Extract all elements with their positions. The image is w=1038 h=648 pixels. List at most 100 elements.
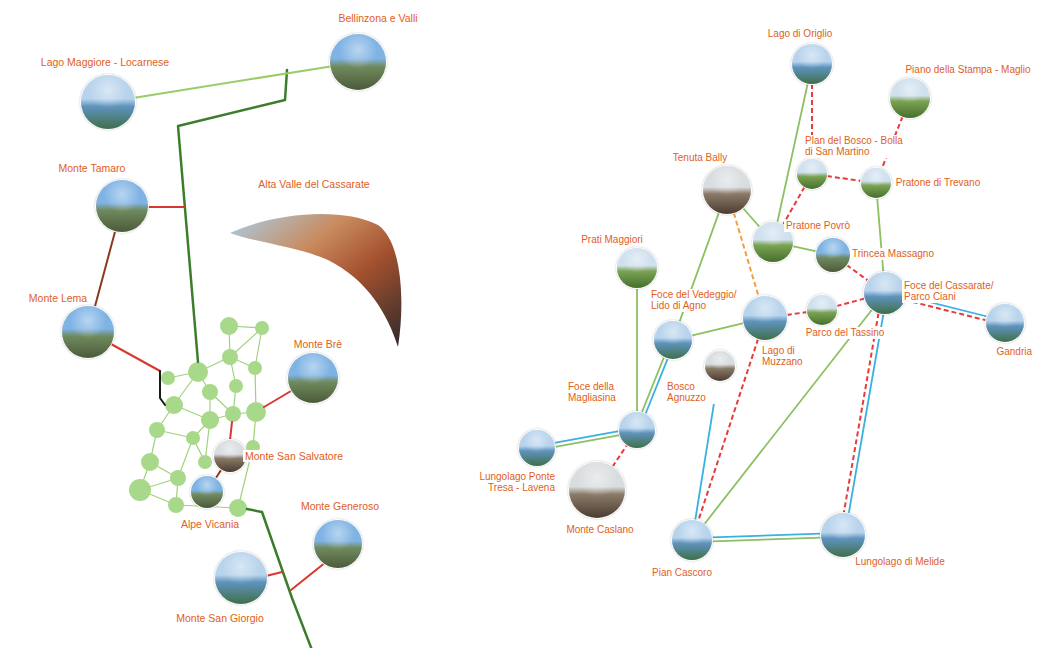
connector <box>844 313 879 513</box>
region-node: Alta Valle del Cassarate <box>228 205 404 350</box>
photo-node: Bosco Agnuzzo <box>705 351 735 381</box>
cluster-dot <box>161 371 175 385</box>
node-label: Monte Generoso <box>299 500 381 512</box>
cluster-dot <box>255 321 269 335</box>
node-label: Lungolago di Melide <box>853 556 947 568</box>
node-label: Lungolago Ponte Tresa - Lavena <box>463 471 557 494</box>
connector <box>704 310 872 525</box>
trunk-line <box>178 70 287 362</box>
photo-node: Lago di Muzzano <box>743 296 787 340</box>
connector <box>642 357 664 413</box>
connector <box>216 470 222 479</box>
connector <box>905 300 986 320</box>
branch-line <box>230 422 232 440</box>
node-label: Bosco Agnuzzo <box>665 381 719 404</box>
connector <box>743 208 760 227</box>
photo-node: Monte Caslano <box>569 462 625 518</box>
node-label: Alpe Vicania <box>179 518 241 530</box>
photo-node: Monte Generoso <box>314 520 362 568</box>
cluster-dots <box>129 317 269 517</box>
connector <box>135 66 331 97</box>
cluster-dot <box>168 497 184 513</box>
photo-node: Piano della Stampa - Maglio <box>890 78 930 118</box>
cluster-dot <box>246 402 266 422</box>
cluster-dot <box>201 411 219 429</box>
cluster-dot <box>165 396 183 414</box>
photo-node: Lago di Origlio <box>792 44 832 84</box>
region-outline <box>228 205 404 350</box>
cluster-dot <box>220 317 238 335</box>
photo-node: Parco del Tassino <box>807 295 837 325</box>
node-label: Pratone Povrò <box>784 220 852 232</box>
cluster-dot <box>141 453 159 471</box>
connector <box>712 534 821 538</box>
photo-node: Plan del Bosco - Bolla di San Martino <box>797 159 827 189</box>
branch-line <box>264 391 291 407</box>
node-label: Plan del Bosco - Bolla di San Martino <box>803 135 907 158</box>
photo-node: Lungolago Ponte Tresa - Lavena <box>519 430 555 466</box>
cluster-dot <box>202 384 218 400</box>
connector <box>783 187 805 225</box>
node-label: Lago di Muzzano <box>760 345 812 368</box>
cluster-dot <box>225 406 241 422</box>
node-label: Monte Caslano <box>564 524 635 536</box>
cluster-dot <box>198 455 212 469</box>
node-label: Trincea Massagno <box>850 248 936 260</box>
cluster-dot <box>188 362 208 382</box>
cluster-dot <box>222 349 238 365</box>
cluster-dot <box>229 379 243 393</box>
branch-line <box>148 206 185 208</box>
node-label: Monte San Salvatore <box>243 450 345 462</box>
node-label: Bellinzona e Valli <box>336 12 419 24</box>
node-label: Prati Maggiori <box>579 234 645 246</box>
connector <box>95 231 115 307</box>
connector <box>793 246 817 251</box>
connector <box>712 538 821 542</box>
cluster-dot <box>129 479 151 501</box>
branch-line <box>291 562 326 590</box>
trunk-lines <box>111 70 326 648</box>
cluster-links <box>140 326 262 508</box>
cluster-dot <box>248 361 262 375</box>
photo-node: Pratone Povrò <box>753 222 793 262</box>
connector <box>613 445 628 467</box>
connector <box>698 339 758 521</box>
node-label: Tenuta Bally <box>671 152 729 164</box>
cluster-dot <box>229 499 247 517</box>
connector <box>636 288 638 412</box>
connector <box>837 299 865 307</box>
branch-line <box>266 572 282 576</box>
photo-node: Lungolago di Melide <box>821 513 865 557</box>
photo-node: Monte San Giorgio <box>215 552 267 604</box>
photo-node: Trincea Massagno <box>816 238 850 272</box>
connector <box>734 213 759 297</box>
photo-node: Tenuta Bally <box>703 166 751 214</box>
node-label: Alta Valle del Cassarate <box>256 178 371 190</box>
node-label: Piano della Stampa - Maglio <box>903 64 1032 76</box>
photo-node: Alpe Vicania <box>191 476 223 508</box>
connector <box>849 314 884 514</box>
photo-node: Monte San Salvatore <box>214 440 246 472</box>
node-label: Lago di Origlio <box>766 28 834 40</box>
node-label: Gandria <box>994 346 1034 358</box>
photo-node: Pratone di Trevano <box>861 168 891 198</box>
node-label: Lago Maggiore - Locarnese <box>39 56 171 68</box>
node-label: Pian Cascoro <box>650 567 714 579</box>
node-label: Monte Brè <box>292 338 344 350</box>
node-label: Pratone di Trevano <box>894 177 983 189</box>
photo-node: Bellinzona e Valli <box>330 34 386 90</box>
node-label: Foce della Magliasina <box>566 381 626 404</box>
branch-line <box>111 344 160 371</box>
node-label: Parco del Tassino <box>804 327 887 339</box>
photo-node: Foce del Cassarate/ Parco Ciani <box>864 272 906 314</box>
region-shape <box>230 214 401 347</box>
photo-node: Prati Maggiori <box>617 248 657 288</box>
connector <box>787 312 807 315</box>
photo-node: Foce della Magliasina <box>619 412 655 448</box>
cluster-dot <box>186 431 200 445</box>
connector <box>692 323 744 336</box>
node-label: Foce del Cassarate/ Parco Ciani <box>902 280 1002 303</box>
node-label: Monte Tamaro <box>57 162 128 174</box>
